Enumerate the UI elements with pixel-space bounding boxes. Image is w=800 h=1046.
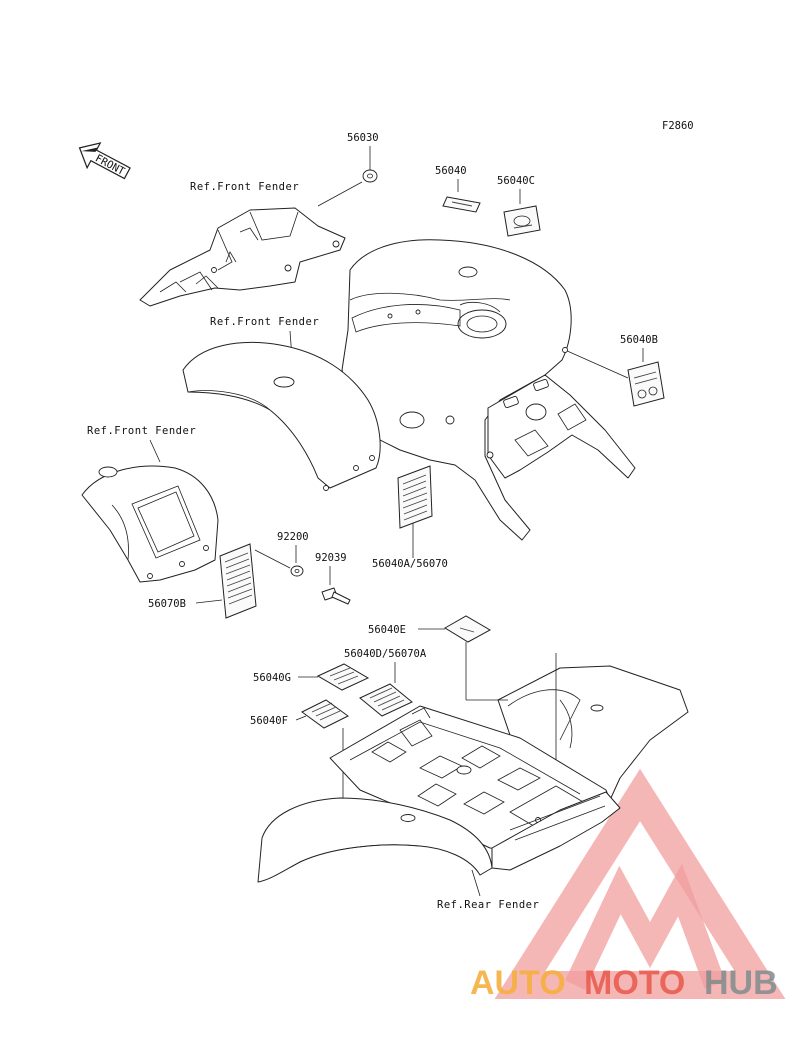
decal-56040C: [503, 205, 541, 237]
washer-56030: [362, 169, 378, 183]
label-56070B: 56070B: [148, 598, 186, 610]
decal-56040F: [301, 699, 349, 729]
watermark-m-icon: [565, 863, 726, 990]
decal-56040E: [444, 615, 492, 643]
label-56040G: 56040G: [253, 672, 291, 684]
watermark-moto: MOTO: [584, 964, 685, 1002]
decal-56040G: [316, 663, 370, 691]
rear-fender-body: [257, 665, 689, 883]
label-56040F: 56040F: [250, 715, 288, 727]
label-56040A-56070: 56040A/56070: [372, 558, 448, 570]
ref-front-fender-1: Ref.Front Fender: [190, 181, 299, 193]
clip-92039: [321, 587, 351, 605]
front-direction-arrow: FRONT: [78, 142, 131, 180]
label-56040B: 56040B: [620, 334, 658, 346]
front-fender-left-wing: [182, 341, 381, 491]
watermark-logo: [494, 768, 786, 999]
fuel-cap-hole: [457, 309, 507, 339]
front-fender-lower-section: [81, 465, 219, 583]
ref-rear-fender: Ref.Rear Fender: [437, 899, 539, 911]
watermark-auto: AUTO: [470, 964, 566, 1002]
front-fender-bracket: [139, 207, 346, 307]
figure-code: F2860: [662, 120, 694, 132]
decal-56070B: [219, 543, 257, 619]
front-arrow-icon: [78, 142, 131, 180]
watermark-hub: HUB: [704, 964, 778, 1002]
label-56040E: 56040E: [368, 624, 406, 636]
label-92039: 92039: [315, 552, 347, 564]
label-92200: 92200: [277, 531, 309, 543]
label-56030: 56030: [347, 132, 379, 144]
decal-56040D-56070A: [359, 683, 413, 717]
ref-front-fender-3: Ref.Front Fender: [87, 425, 196, 437]
watermark-triangle-icon: [494, 768, 786, 999]
decal-56040: [442, 196, 481, 213]
washer-92200: [290, 565, 304, 577]
front-arrow-label: FRONT: [93, 152, 127, 178]
decal-56040A-56070: [397, 465, 433, 529]
ref-front-fender-2: Ref.Front Fender: [210, 316, 319, 328]
decal-56040B: [627, 361, 665, 407]
label-56040C: 56040C: [497, 175, 535, 187]
label-56040: 56040: [435, 165, 467, 177]
front-fender-body: [341, 239, 636, 541]
label-56040D-56070A: 56040D/56070A: [344, 648, 427, 660]
watermark-text: AUTO MOTO HUB: [470, 964, 778, 1002]
